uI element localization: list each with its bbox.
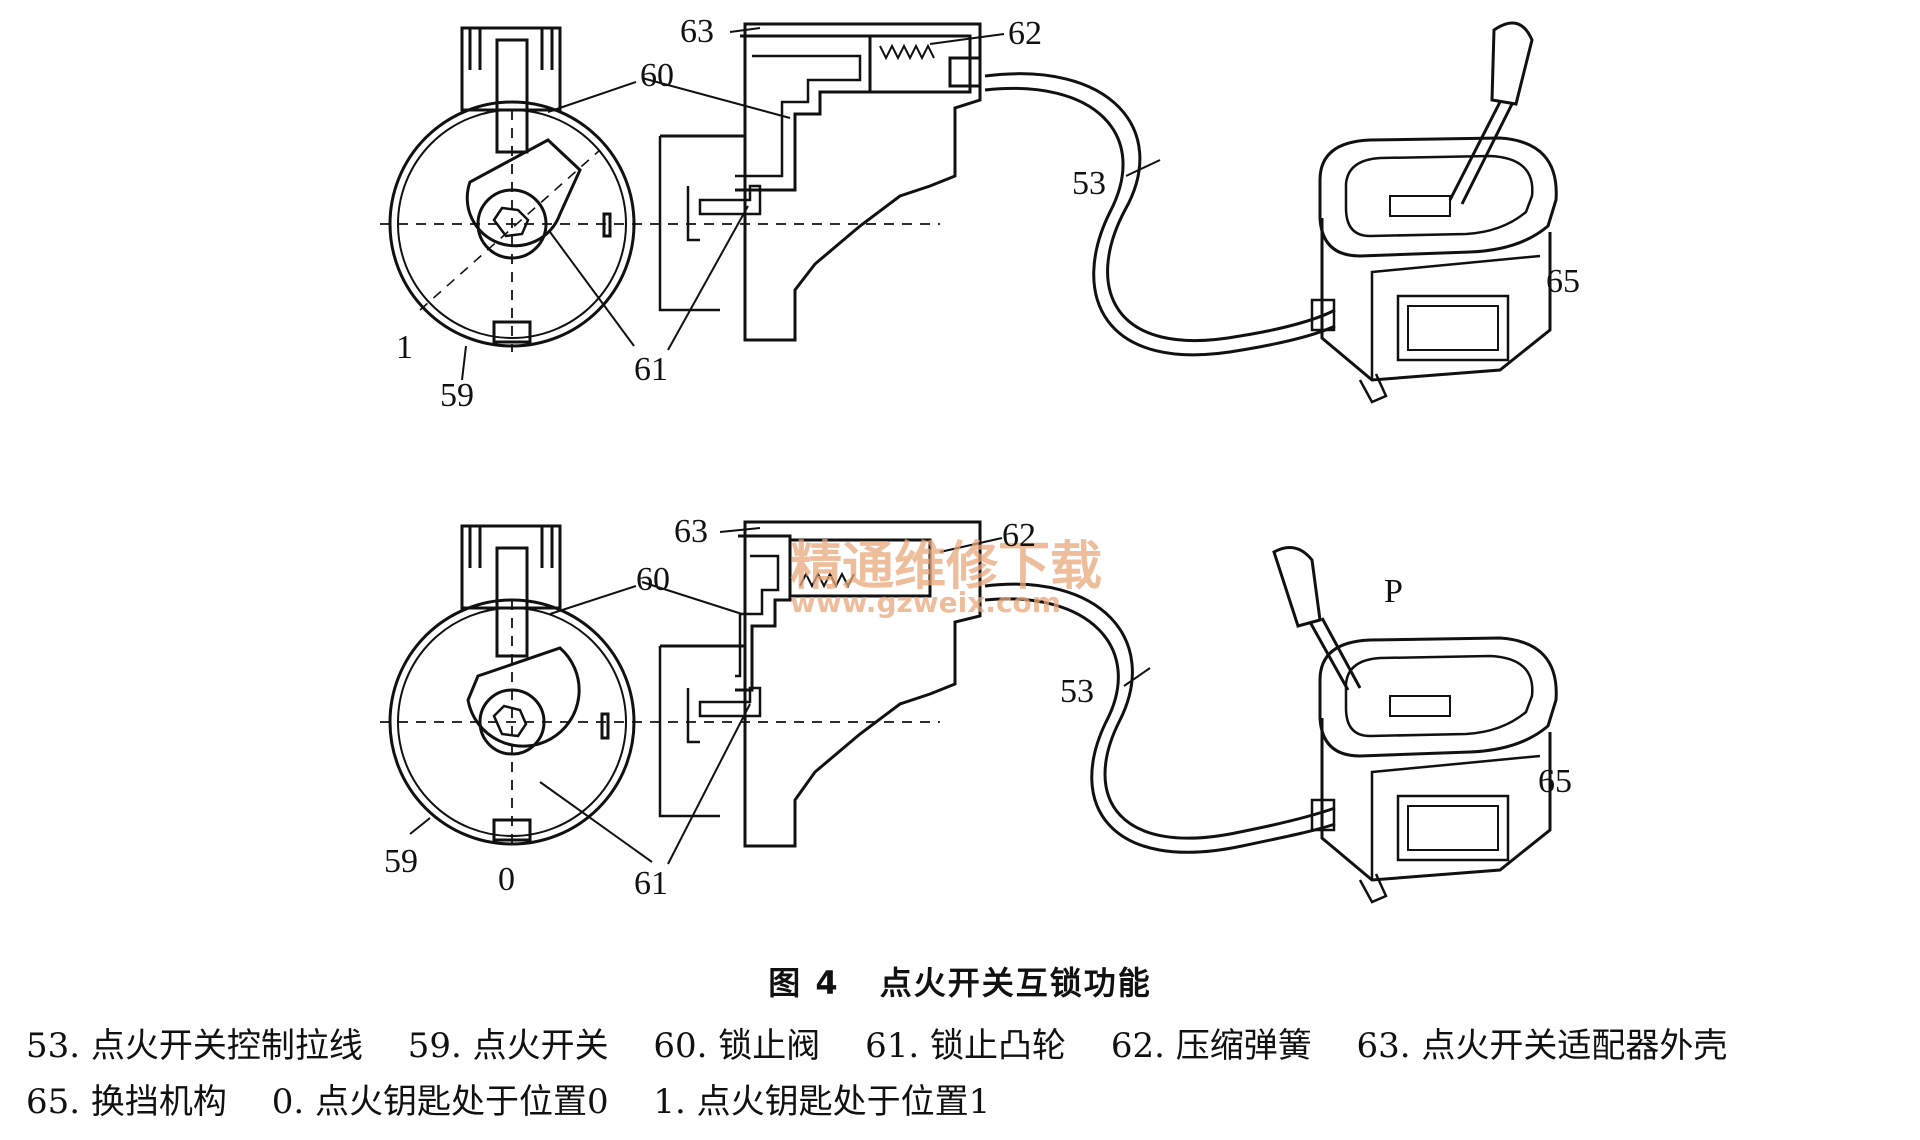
caption-title: 点火开关互锁功能: [879, 964, 1152, 1002]
top-ignition-switch: [380, 26, 940, 352]
bottom-label-59: 59: [384, 843, 418, 880]
legend-item: 53. 点火开关控制拉线: [26, 1026, 363, 1066]
top-label-61: 61: [634, 351, 668, 388]
top-label-62: 62: [1008, 15, 1042, 52]
legend-item: 63. 点火开关适配器外壳: [1356, 1026, 1728, 1066]
top-label-65: 65: [1546, 263, 1580, 300]
legend-item: 62. 压缩弹簧: [1110, 1026, 1312, 1066]
figure-caption: 图 4 点火开关互锁功能: [0, 958, 1920, 1004]
bottom-label-60: 60: [636, 561, 670, 598]
top-shift-mechanism: [1310, 21, 1558, 404]
top-label-1: 1: [396, 329, 413, 366]
top-label-59: 59: [440, 377, 474, 414]
bottom-label-53: 53: [1060, 673, 1094, 710]
bottom-label-65: 65: [1538, 763, 1572, 800]
bottom-label-0: 0: [498, 861, 515, 898]
legend-item: 65. 换挡机构: [26, 1082, 227, 1122]
bottom-shift-mechanism: [1272, 546, 1558, 904]
legend-item: 59. 点火开关: [407, 1026, 609, 1066]
top-label-63: 63: [680, 13, 714, 50]
bottom-ignition-switch: [380, 524, 940, 852]
bottom-label-63: 63: [674, 513, 708, 550]
bottom-leader-lines: [409, 527, 1151, 865]
legend-item: 61. 锁止凸轮: [865, 1026, 1066, 1066]
top-leader-lines: [461, 27, 1161, 381]
top-label-60: 60: [640, 57, 674, 94]
legend: 53. 点火开关控制拉线 59. 点火开关 60. 锁止阀 61. 锁止凸轮 6…: [26, 1018, 1906, 1130]
bottom-label-62: 62: [1002, 517, 1036, 554]
bottom-adapter-housing: [658, 520, 982, 848]
bottom-label-P: P: [1384, 573, 1403, 610]
bottom-cable: [984, 582, 1336, 854]
legend-item: 60. 锁止阀: [653, 1026, 821, 1066]
watermark-cn: 精通维修下载: [790, 537, 1102, 597]
watermark-url: www.gzweix.com: [790, 586, 1061, 619]
bottom-label-61: 61: [634, 865, 668, 902]
legend-item: 1. 点火钥匙处于位置1: [653, 1082, 991, 1122]
legend-item: 0. 点火钥匙处于位置0: [271, 1082, 609, 1122]
top-cable: [984, 72, 1336, 357]
top-adapter-housing: [658, 22, 982, 342]
caption-number: 图 4: [768, 964, 840, 1002]
top-label-53: 53: [1072, 165, 1106, 202]
interlock-diagram: 精通维修下载 www.gzweix.com 63 62 60 53 65 1 5…: [380, 13, 1580, 904]
